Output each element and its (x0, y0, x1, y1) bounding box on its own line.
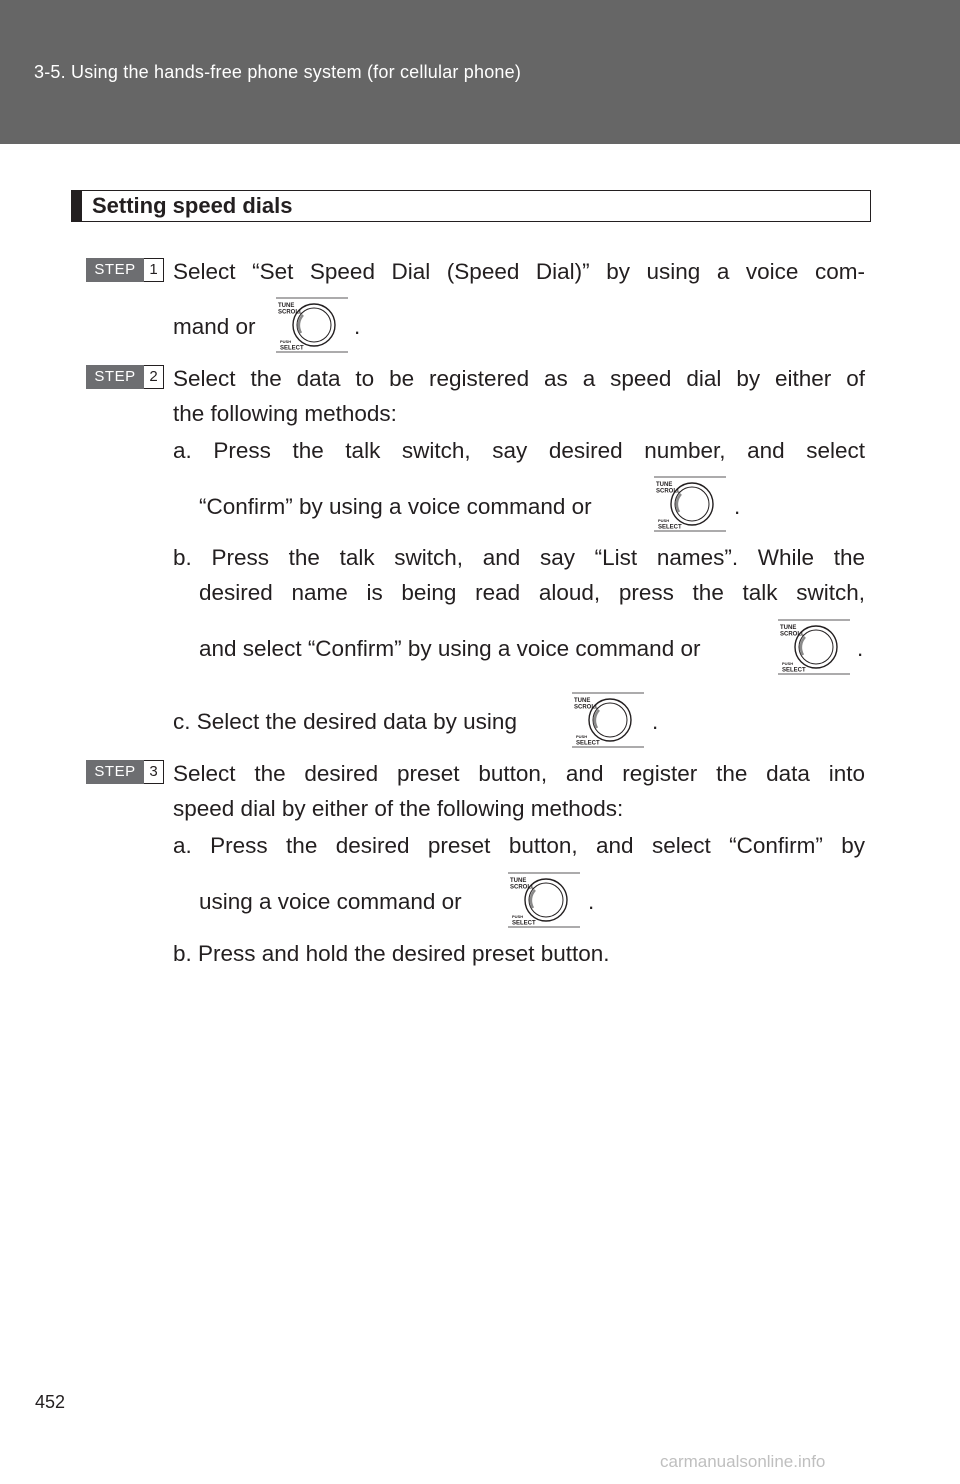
step-3-a-line-2b: . (588, 889, 595, 914)
svg-text:SCROLL: SCROLL (278, 310, 303, 316)
step-1-line-1: Select “Set Speed Dial (Speed Dial)” by … (173, 259, 865, 284)
svg-text:TUNE: TUNE (780, 625, 796, 631)
step-3-b-line-1: b. Press and hold the desired preset but… (173, 941, 610, 966)
step-1-badge: STEP 1 (86, 258, 164, 282)
step-2-b-line-2: desired name is being read aloud, press … (199, 580, 865, 605)
svg-text:SCROLL: SCROLL (656, 489, 681, 495)
step-number: 2 (144, 365, 164, 389)
page-header: 3-5. Using the hands-free phone system (… (0, 0, 960, 144)
svg-text:SELECT: SELECT (782, 668, 806, 674)
step-1-line-2b: . (354, 314, 361, 339)
step-2-line-2: the following methods: (173, 401, 397, 426)
step-number: 3 (144, 760, 164, 784)
step-2-b-line-3a: and select “Confirm” by using a voice co… (199, 636, 701, 661)
svg-text:PUSH: PUSH (576, 734, 587, 739)
svg-text:SCROLL: SCROLL (510, 885, 535, 891)
section-heading-bar: Setting speed dials (71, 190, 871, 222)
svg-text:SELECT: SELECT (576, 741, 600, 747)
step-3-a-line-1: a. Press the desired preset button, and … (173, 833, 865, 858)
step-3-badge: STEP 3 (86, 760, 164, 784)
svg-text:PUSH: PUSH (782, 661, 793, 666)
step-2-a-line-1: a. Press the talk switch, say desired nu… (173, 438, 865, 463)
step-2-a-line-2a: “Confirm” by using a voice command or (199, 494, 592, 519)
step-3-line-2: speed dial by either of the following me… (173, 796, 624, 821)
step-1-line-2a: mand or (173, 314, 256, 339)
svg-text:SCROLL: SCROLL (574, 705, 599, 711)
step-3-line-1: Select the desired preset button, and re… (173, 761, 865, 786)
svg-text:TUNE: TUNE (656, 482, 672, 488)
step-2-b-line-1: b. Press the talk switch, and say “List … (173, 545, 865, 570)
step-3-a-line-2a: using a voice command or (199, 889, 462, 914)
svg-text:SCROLL: SCROLL (780, 632, 805, 638)
svg-text:PUSH: PUSH (512, 914, 523, 919)
svg-text:PUSH: PUSH (280, 339, 291, 344)
svg-text:PUSH: PUSH (658, 518, 669, 523)
step-2-c-line-1a: c. Select the desired data by using (173, 709, 517, 734)
step-2-c-line-1b: . (652, 709, 659, 734)
step-2-badge: STEP 2 (86, 365, 164, 389)
step-2-a-line-2b: . (734, 494, 741, 519)
step-word: STEP (86, 258, 144, 282)
svg-text:TUNE: TUNE (574, 698, 590, 704)
svg-text:TUNE: TUNE (510, 878, 526, 884)
svg-text:SELECT: SELECT (658, 525, 682, 531)
step-word: STEP (86, 365, 144, 389)
step-2-b-line-3b: . (857, 636, 864, 661)
watermark: carmanualsonline.info (660, 1452, 826, 1471)
svg-text:SELECT: SELECT (280, 346, 304, 352)
section-title: Setting speed dials (92, 193, 293, 218)
step-number: 1 (144, 258, 164, 282)
svg-text:SELECT: SELECT (512, 921, 536, 927)
page-number: 452 (35, 1392, 66, 1412)
chapter-title: 3-5. Using the hands-free phone system (… (34, 62, 522, 82)
svg-text:TUNE: TUNE (278, 303, 294, 309)
step-2-line-1: Select the data to be registered as a sp… (173, 366, 865, 391)
step-word: STEP (86, 760, 144, 784)
